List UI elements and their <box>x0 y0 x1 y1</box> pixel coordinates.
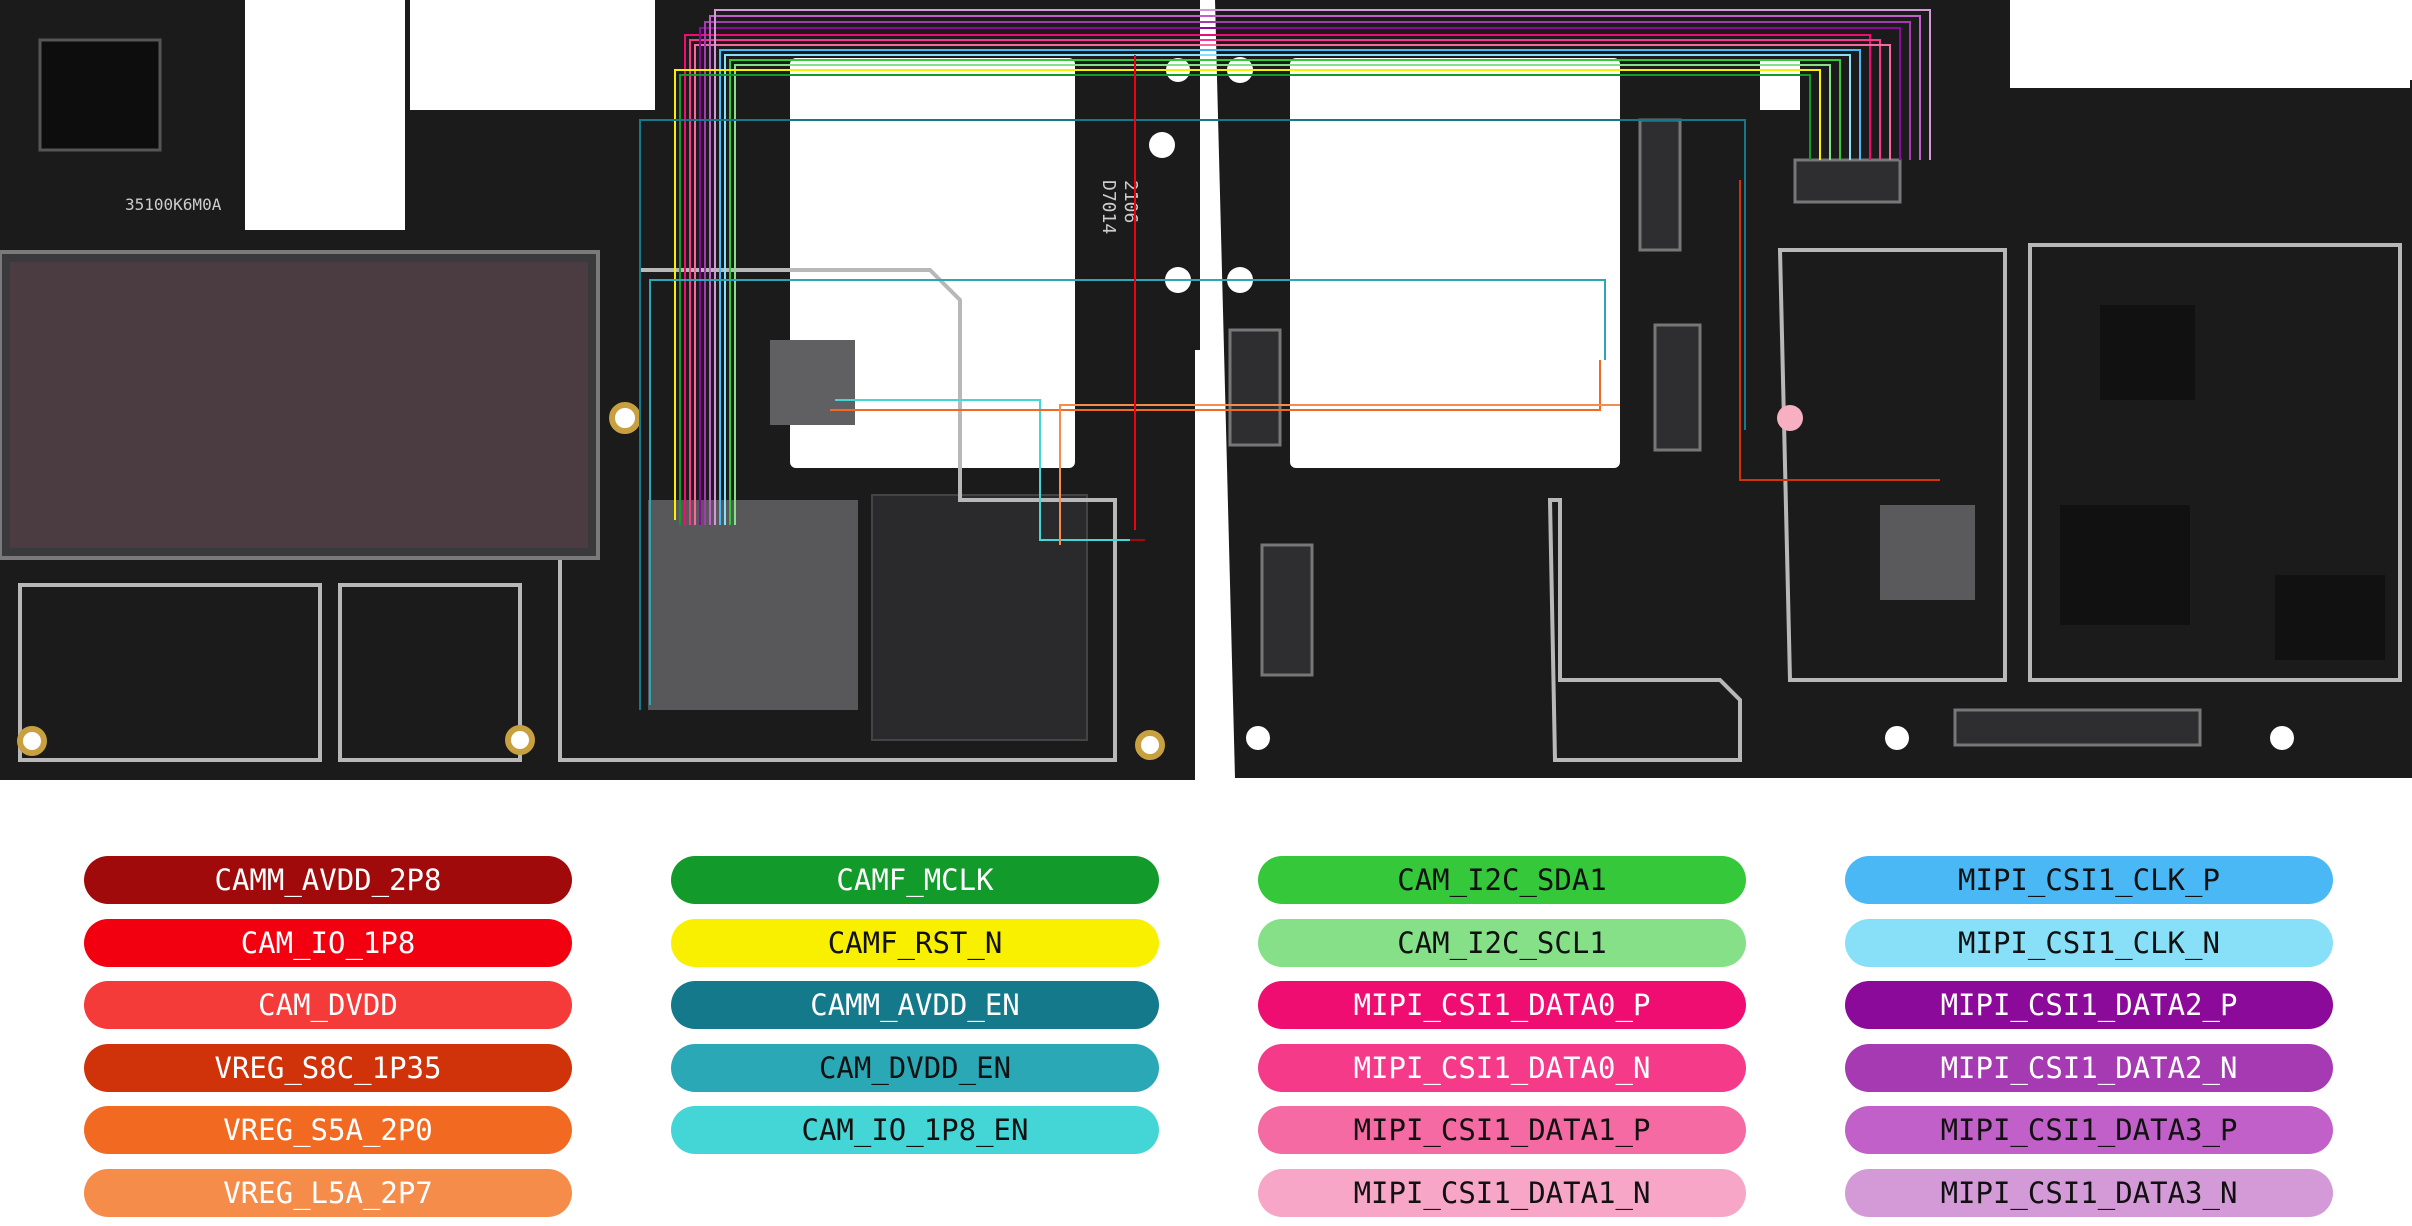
legend-item: MIPI_CSI1_DATA0_P <box>1258 981 1746 1029</box>
legend-item: VREG_S8C_1P35 <box>84 1043 572 1092</box>
legend-item: MIPI_CSI1_DATA1_N <box>1258 1168 1746 1217</box>
legend-item: CAMF_MCLK <box>671 856 1159 904</box>
legend-item: CAM_I2C_SDA1 <box>1258 856 1746 904</box>
legend-item: MIPI_CSI1_CLK_P <box>1845 856 2333 904</box>
legend-item: MIPI_CSI1_CLK_N <box>1845 918 2333 967</box>
legend-item: CAM_IO_1P8 <box>84 918 572 967</box>
legend-item: MIPI_CSI1_DATA1_P <box>1258 1106 1746 1154</box>
legend-item: CAM_I2C_SCL1 <box>1258 918 1746 967</box>
silkscreen-left: 35100K6M0A <box>125 195 222 214</box>
legend-item: CAMM_AVDD_2P8 <box>84 856 572 904</box>
legend-item: MIPI_CSI1_DATA3_N <box>1845 1168 2333 1217</box>
legend-item: MIPI_CSI1_DATA2_N <box>1845 1043 2333 1092</box>
left-board: 35100K6M0A 2106 D7014 <box>0 0 1200 780</box>
silkscreen-mid: 2106 <box>1120 180 1141 223</box>
legend-item: VREG_S5A_2P0 <box>84 1106 572 1154</box>
right-board <box>1215 0 2412 778</box>
pcb-board-photo: 35100K6M0A 2106 D7014 <box>0 0 2412 780</box>
legend-item: CAMM_AVDD_EN <box>671 981 1159 1029</box>
pcb-diagram: 35100K6M0A 2106 D7014 <box>0 0 2412 780</box>
legend-item: CAM_IO_1P8_EN <box>671 1106 1159 1154</box>
legend-item: VREG_L5A_2P7 <box>84 1168 572 1217</box>
legend-item: CAMF_RST_N <box>671 918 1159 967</box>
signal-traces <box>639 9 1940 710</box>
legend-item: CAM_DVDD <box>84 981 572 1029</box>
legend-item: MIPI_CSI1_DATA0_N <box>1258 1043 1746 1092</box>
legend-item: MIPI_CSI1_DATA3_P <box>1845 1106 2333 1154</box>
legend-item: MIPI_CSI1_DATA2_P <box>1845 981 2333 1029</box>
silkscreen-mid2: D7014 <box>1098 180 1119 234</box>
legend-item: CAM_DVDD_EN <box>671 1043 1159 1092</box>
